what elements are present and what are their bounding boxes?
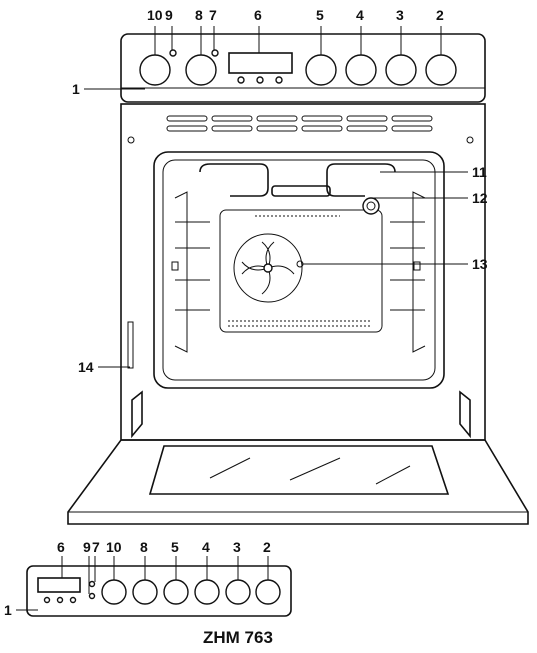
alt-label-8: 8 [140,539,148,555]
alt-knob-8 [132,579,158,605]
alt-clock-display [37,577,81,593]
knob-2 [425,54,457,86]
shelf-runner-left [171,191,210,353]
clock-display [228,52,293,74]
label-8: 8 [195,7,203,23]
oven-body [120,103,486,441]
alt-knob-3 [225,579,251,605]
label-7: 7 [209,7,217,23]
alt-label-5: 5 [171,539,179,555]
indicator-light-9 [169,49,177,57]
alt-knob-2 [255,579,281,605]
model-label: ZHM 763 [203,628,273,647]
label-2: 2 [436,7,444,23]
leader-lines-side [98,171,468,368]
label-11: 11 [472,164,487,180]
knob-4 [345,54,377,86]
label-5: 5 [316,7,324,23]
shelf-runner-right [390,191,426,353]
alt-knob-4 [194,579,220,605]
alt-knob-10 [101,579,127,605]
alt-label-4: 4 [202,539,210,555]
label-14: 14 [78,359,94,375]
label-4: 4 [356,7,364,23]
alt-knob-5 [163,579,189,605]
fan [233,233,304,303]
label-12: 12 [472,190,488,206]
alt-label-9: 9 [83,539,91,555]
alt-label-7: 7 [92,539,100,555]
door-switch [127,321,134,369]
alt-label-6: 6 [57,539,65,555]
label-3: 3 [396,7,404,23]
alt-control-panel [26,565,292,617]
oven-door [67,439,529,525]
leader-lines-top [84,26,442,90]
knob-10 [139,54,171,86]
knob-5 [305,54,337,86]
rear-vent-holes [228,215,372,327]
alt-label-2: 2 [263,539,271,555]
vent-slots [166,115,433,132]
grill-element [199,163,396,197]
label-10: 10 [147,7,163,23]
knob-8 [185,54,217,86]
alt-label-3: 3 [233,539,241,555]
label-6: 6 [254,7,262,23]
alt-label-10: 10 [106,539,122,555]
alt-label-1: 1 [4,602,12,618]
label-1: 1 [72,81,80,97]
label-13: 13 [472,256,488,272]
label-9: 9 [165,7,173,23]
oven-light [362,197,380,215]
indicator-light-7 [211,49,219,57]
alt-leader-lines [16,556,269,611]
control-panel [120,33,486,103]
knob-3 [385,54,417,86]
